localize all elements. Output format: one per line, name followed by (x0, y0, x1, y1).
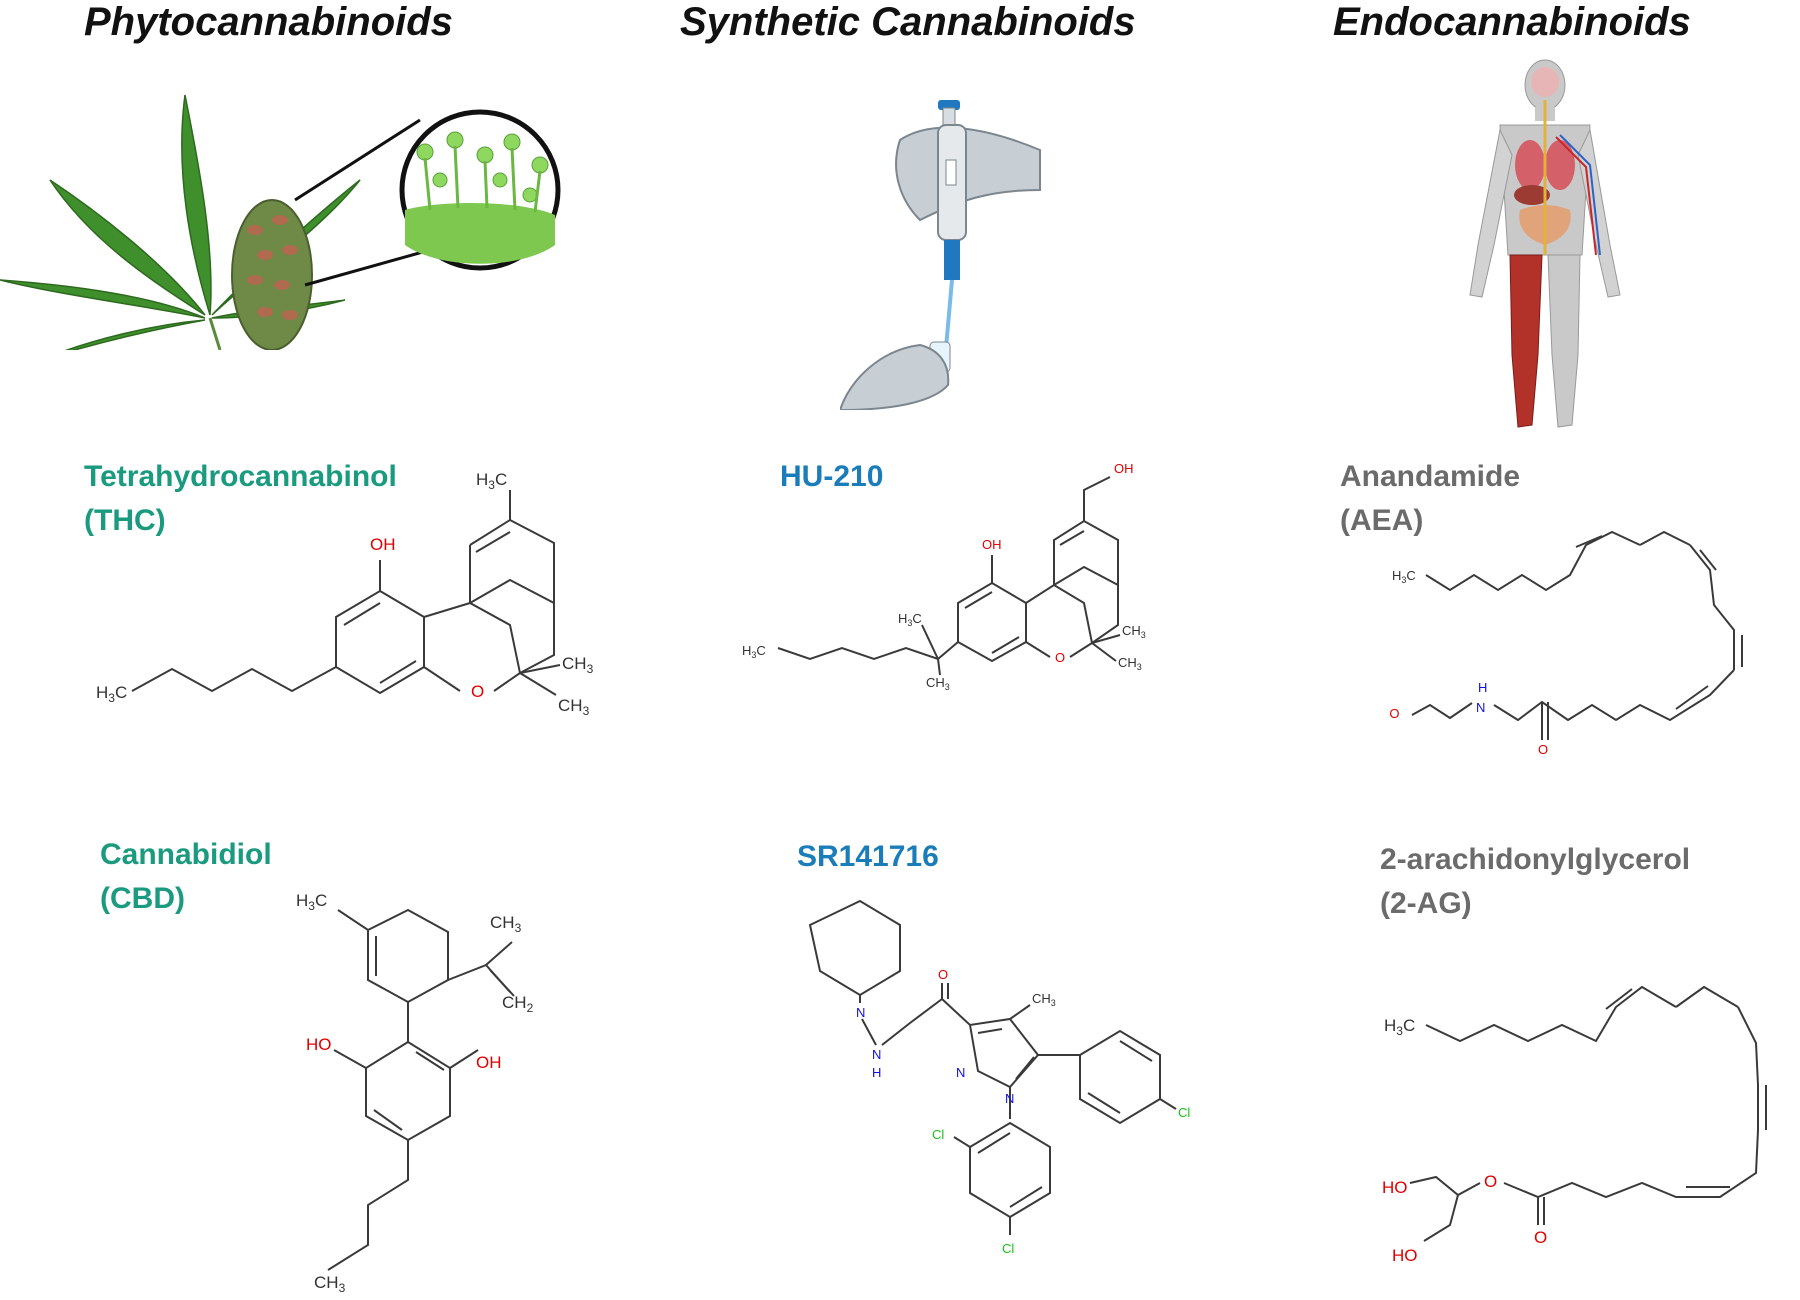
2ag-structure: H3C O O HO HO (1382, 985, 1767, 1265)
thc-structure: H3C OH O H3C CH3 CH3 (96, 470, 594, 718)
sr-n-pip: N (856, 1005, 865, 1020)
synthetic-cannabinoids-title: Synthetic Cannabinoids (680, 0, 1136, 44)
sr141716-structure: N N H O CH3 N N Cl Cl Cl (808, 899, 1190, 1256)
2ag-name-line1: 2-arachidonylglycerol (1380, 843, 1691, 876)
cbd-name-line2: (CBD) (100, 882, 185, 915)
cbd-ho: HO (306, 1035, 332, 1054)
cbd-ch2: CH2 (502, 993, 534, 1015)
thc-ch3-b: CH3 (558, 696, 590, 718)
cbd-structure: H3C CH3 CH2 HO OH CH3 (296, 891, 534, 1295)
sr-nh-h: H (872, 1065, 881, 1080)
thc-top-h3c: H3C (476, 470, 507, 492)
2ag-ho-b: HO (1392, 1246, 1418, 1265)
cbd-h3c: H3C (296, 891, 327, 913)
sr-cl-c: Cl (1002, 1241, 1014, 1256)
thc-h3c: H3C (96, 683, 127, 705)
anandamide-structure: H3C N H HO O (1390, 530, 1743, 757)
sr141716-name-line1: SR141716 (797, 840, 939, 873)
hu210-name-line1: HU-210 (780, 460, 884, 493)
human-body-illustration (1469, 59, 1621, 428)
hu210-ch3-b: CH3 (1118, 655, 1142, 672)
sr-n-pyrazole-a: N (956, 1065, 965, 1080)
phytocannabinoids-title: Phytocannabinoids (84, 0, 453, 44)
sr-ch3: CH3 (1032, 991, 1056, 1008)
hu210-ch2oh: OH (1114, 461, 1134, 476)
sr-nh-n: N (872, 1047, 881, 1062)
thc-ch3-a: CH3 (562, 654, 594, 676)
cbd-oh: OH (476, 1053, 502, 1072)
aea-h3c: H3C (1392, 568, 1416, 585)
thc-name: Tetrahydrocannabinol (THC) (84, 455, 397, 543)
sr-cl-b: Cl (932, 1127, 944, 1142)
hu210-structure: H3C H3C CH3 OH O OH CH3 CH3 (742, 461, 1146, 692)
aea-ho: HO (1390, 706, 1400, 721)
sr141716-name: SR141716 (797, 835, 939, 879)
hu210-h3c: H3C (742, 643, 766, 660)
cbd-terminal-ch3: CH3 (314, 1273, 346, 1295)
anandamide-name-line2: (AEA) (1340, 504, 1424, 537)
thc-name-line2: (THC) (84, 504, 166, 537)
hu210-h3c-gem: H3C (898, 611, 922, 628)
endocannabinoids-title: Endocannabinoids (1333, 0, 1691, 44)
aea-o: O (1538, 742, 1548, 757)
cbd-name-line1: Cannabidiol (100, 838, 272, 871)
sr-cl-a: Cl (1178, 1105, 1190, 1120)
sr-n-pyrazole-b: N (1005, 1091, 1014, 1106)
thc-oh: OH (370, 535, 396, 554)
cannabis-bud-icon (231, 199, 313, 350)
aea-n: N (1476, 700, 1485, 715)
anandamide-name-line1: Anandamide (1340, 460, 1521, 493)
2ag-name: 2-arachidonylglycerol (2-AG) (1380, 838, 1690, 926)
2ag-ester-o: O (1484, 1172, 1497, 1191)
trichome-magnifier-icon (294, 109, 561, 287)
thc-ring-o: O (471, 682, 484, 701)
hu210-name: HU-210 (780, 455, 883, 499)
2ag-carbonyl-o: O (1534, 1228, 1547, 1247)
thc-name-line1: Tetrahydrocannabinol (84, 460, 397, 493)
anandamide-name: Anandamide (AEA) (1340, 455, 1520, 543)
2ag-name-line2: (2-AG) (1380, 887, 1472, 920)
2ag-ho-a: HO (1382, 1178, 1408, 1197)
pipette-hands-icon (840, 100, 1041, 410)
hu210-ch3-gem: CH3 (926, 675, 950, 692)
pipette-illustration (840, 100, 1041, 410)
hu210-oh: OH (982, 537, 1002, 552)
2ag-h3c: H3C (1384, 1016, 1415, 1038)
sr-o: O (938, 967, 948, 982)
cannabis-illustration (0, 94, 561, 350)
aea-h: H (1478, 680, 1487, 695)
cbd-name: Cannabidiol (CBD) (100, 833, 272, 921)
hu210-ch3-a: CH3 (1122, 623, 1146, 640)
cbd-ch3: CH3 (490, 913, 522, 935)
hu210-ring-o: O (1055, 650, 1065, 665)
human-body-icon (1469, 59, 1621, 428)
